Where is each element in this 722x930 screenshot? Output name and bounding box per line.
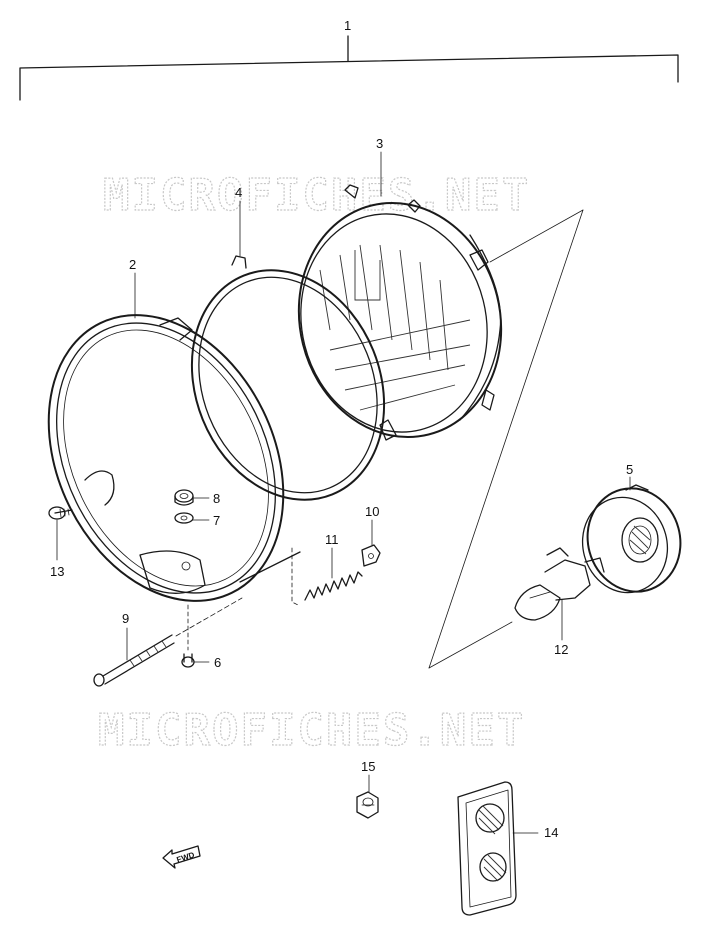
screw-13 [48,506,73,520]
callout-13: 13 [50,564,64,579]
callout-15: 15 [361,759,375,774]
callout-2: 2 [129,257,136,272]
callout-10: 10 [365,504,379,519]
spring-11 [304,571,363,601]
clip-10 [361,544,381,567]
nut-8 [174,489,194,506]
callout-14: 14 [544,825,558,840]
callout-11: 11 [325,532,339,547]
headlight-rim [47,314,301,602]
bolt-9 [93,634,175,687]
fwd-arrow-icon: FWD [162,845,201,869]
socket-cover [581,484,682,594]
callout-4: 4 [235,185,242,200]
callout-12: 12 [554,642,568,657]
callout-9: 9 [122,611,129,626]
assembly-bracket [19,35,679,101]
grommet-15 [356,791,379,819]
callout-1: 1 [344,18,351,33]
bulb-12 [514,547,605,621]
bolt-6 [181,604,195,668]
callout-3: 3 [376,136,383,151]
callout-5: 5 [626,462,633,477]
explode-lines [428,209,584,669]
watermark-top: MICROFICHES.NET [103,170,530,221]
headlight-unit [297,184,503,441]
callout-8: 8 [213,491,220,506]
reflector-14 [457,781,517,916]
callout-7: 7 [213,513,220,528]
watermark-bottom: MICROFICHES.NET [98,705,525,756]
washer-7 [174,512,194,524]
callout-6: 6 [214,655,221,670]
mounting-ring [190,255,386,501]
